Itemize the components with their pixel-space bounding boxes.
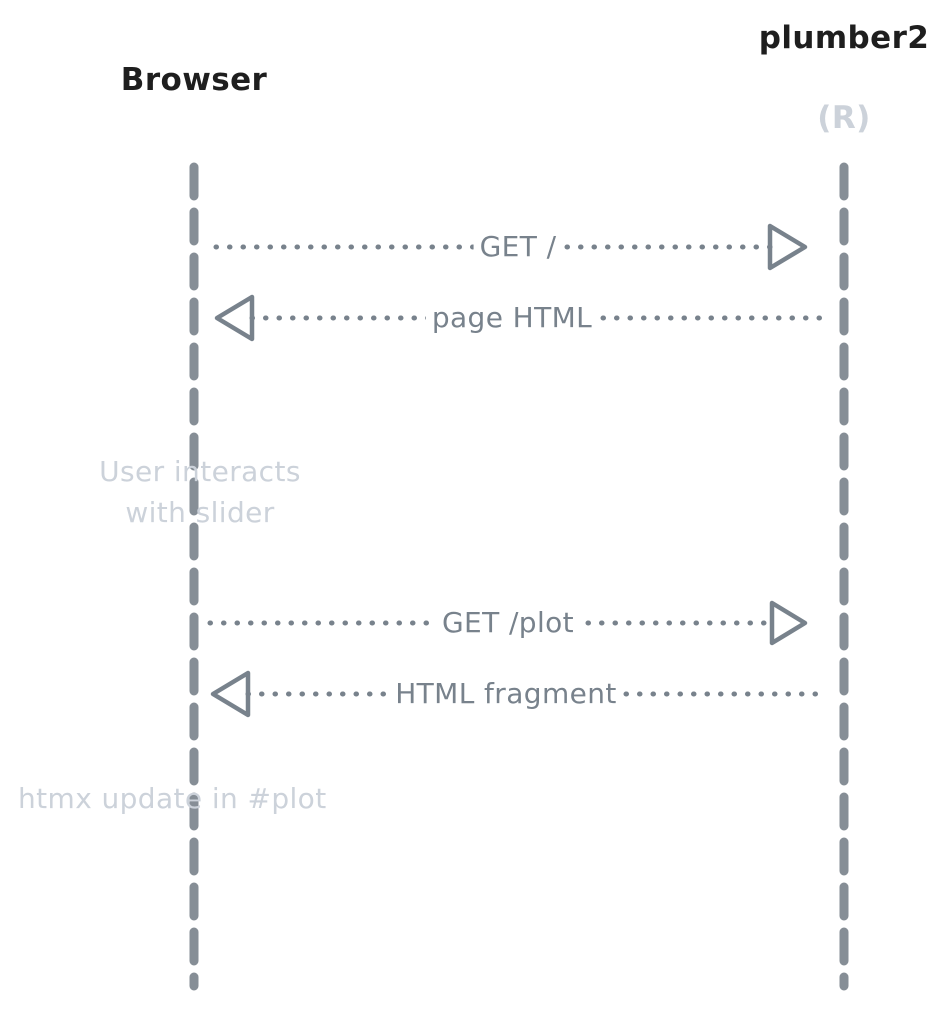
- arrowhead-left-icon: [214, 294, 255, 342]
- message-label-page-html: page HTML: [425, 301, 599, 335]
- actor-label-browser: Browser: [120, 62, 268, 98]
- message-get-root: [213, 223, 808, 271]
- actor-label-plumber2: plumber2: [758, 20, 930, 56]
- actor-sublabel-plumber2: (R): [817, 100, 871, 136]
- message-label-get-plot: GET /plot: [435, 606, 581, 640]
- arrowhead-right-icon: [769, 600, 808, 646]
- arrowhead-right-icon: [767, 223, 808, 271]
- arrowhead-left-icon: [210, 670, 251, 718]
- note-user-interacts: User interacts with slider: [99, 455, 301, 529]
- note-htmx-update: htmx update in #plot: [18, 782, 327, 815]
- message-label-get-root: GET /: [473, 230, 563, 264]
- message-label-html-fragment: HTML fragment: [389, 677, 623, 711]
